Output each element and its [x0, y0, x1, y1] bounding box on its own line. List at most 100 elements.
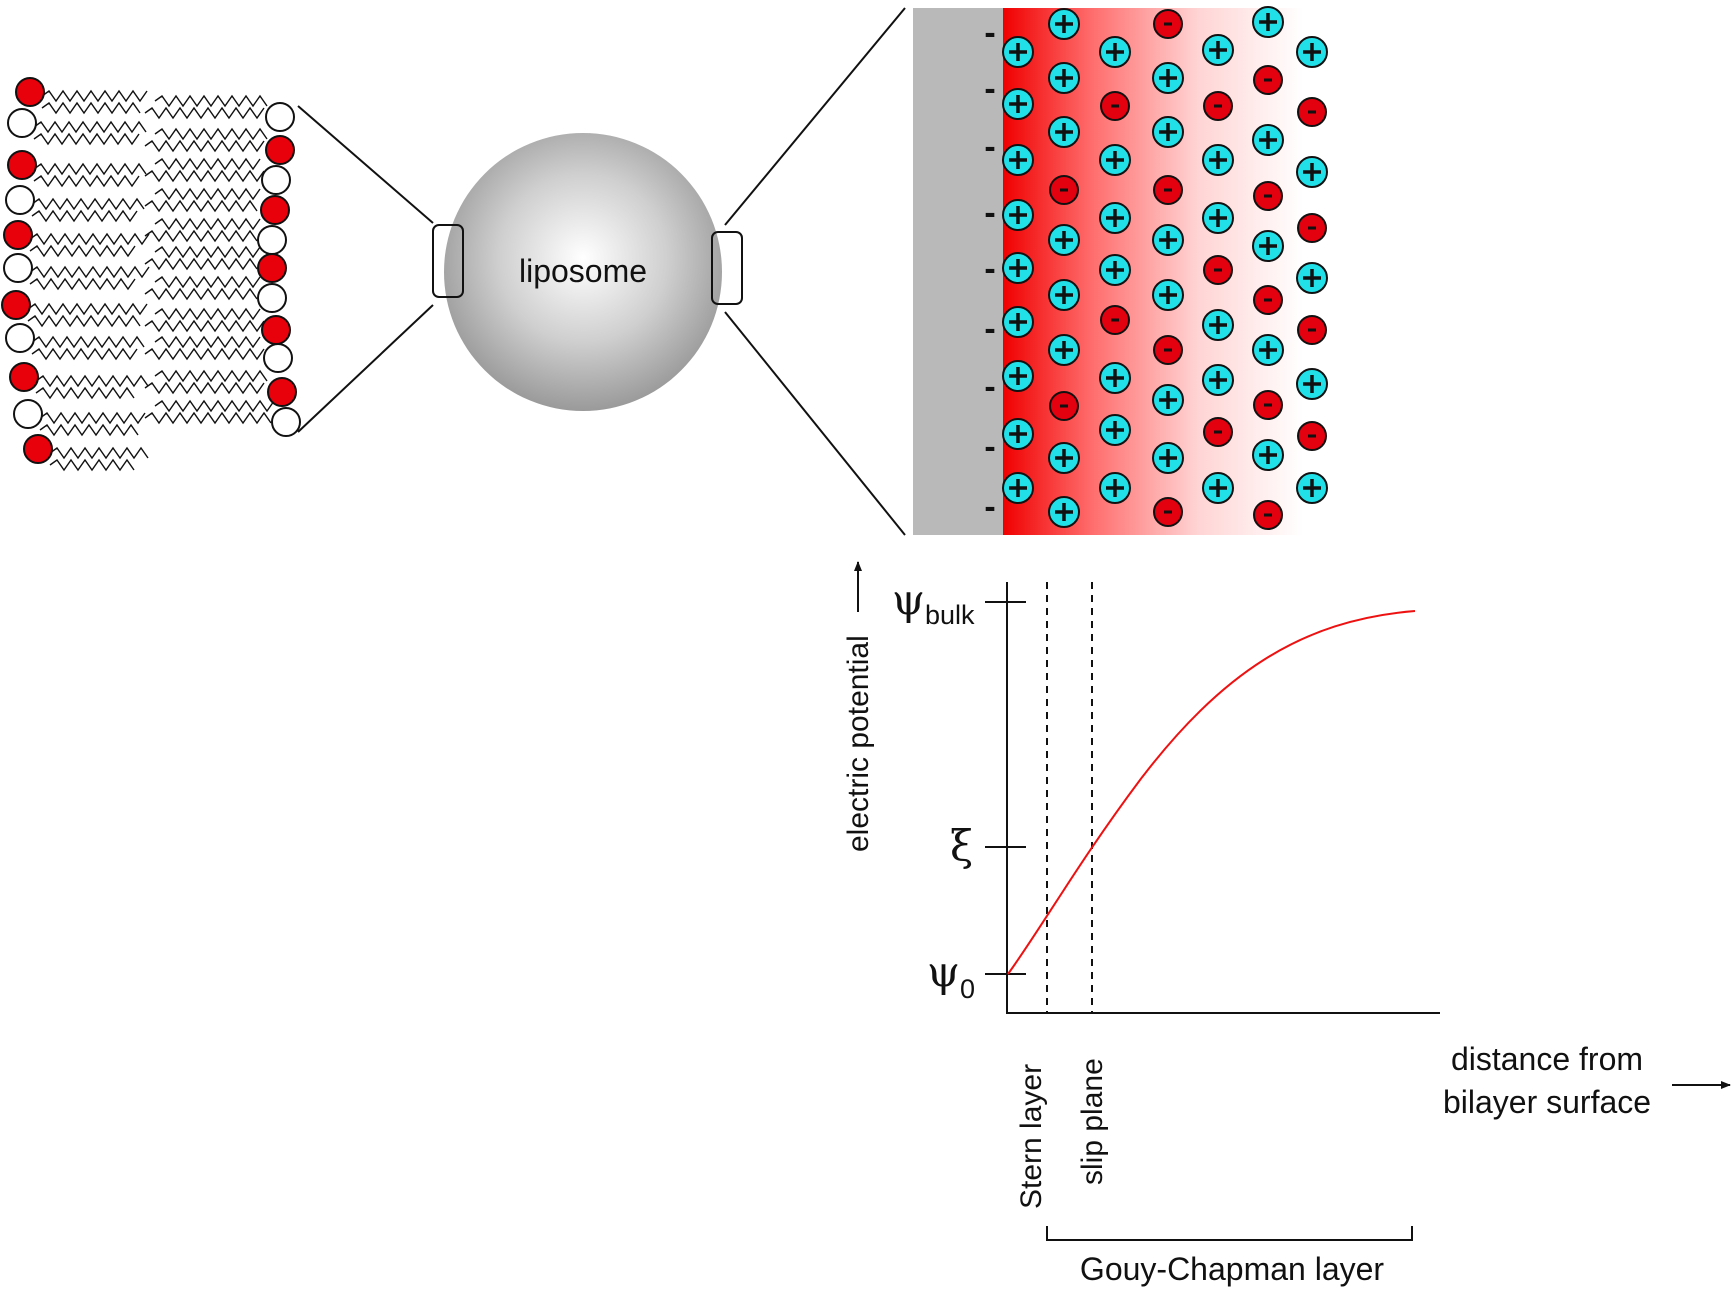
charged-headgroup [265, 135, 295, 165]
cation [1002, 36, 1034, 68]
liposome-label: liposome [519, 253, 647, 289]
surface-charge-sign: - [984, 194, 995, 232]
anion [1153, 9, 1183, 39]
anion [1100, 305, 1130, 335]
cation [1202, 202, 1234, 234]
cation [1002, 88, 1034, 120]
lipid-tail [154, 217, 261, 231]
charged-headgroup [257, 253, 287, 283]
anion [1100, 91, 1130, 121]
lipid-tail [144, 347, 265, 361]
zoom-line-bottom-right [724, 311, 906, 536]
zoom-line-bottom-left [297, 304, 434, 433]
anion [1297, 213, 1327, 243]
lipid-tail [154, 307, 261, 321]
cation [1048, 279, 1080, 311]
cation [1152, 62, 1184, 94]
cation [1099, 414, 1131, 446]
lipid-tail [144, 169, 265, 183]
lipid-tail [33, 120, 147, 134]
cation [1252, 334, 1284, 366]
cation [1002, 360, 1034, 392]
lipid-tail [154, 399, 275, 413]
cation [1296, 156, 1328, 188]
cation [1099, 144, 1131, 176]
lipid-tail [154, 127, 268, 141]
anion [1049, 175, 1079, 205]
lipid-tail [27, 302, 148, 316]
cation [1152, 279, 1184, 311]
membrane-surface [913, 8, 1003, 535]
cation [1048, 62, 1080, 94]
cation [1152, 384, 1184, 416]
cation [1048, 8, 1080, 40]
lipid-tail [144, 287, 258, 301]
y-axis-label-group: electric potential [842, 561, 875, 852]
charged-headgroup [23, 434, 53, 464]
tick-label-zeta: ξ [950, 821, 973, 870]
charged-headgroup [261, 315, 291, 345]
cation [1002, 418, 1034, 450]
surface-charge-sign: - [984, 70, 995, 108]
surface-charge-sign: - [984, 428, 995, 466]
counter-ions [1002, 6, 1328, 530]
lipid-tail [154, 275, 261, 289]
lipid-tail [31, 209, 138, 223]
cation [1099, 36, 1131, 68]
neutral-headgroup [261, 165, 291, 195]
x-axis-label-line1: distance from [1451, 1041, 1643, 1077]
cation [1152, 116, 1184, 148]
cation [1202, 364, 1234, 396]
gouy-chapman-label: Gouy-Chapman layer [1080, 1251, 1384, 1287]
surface-charge-sign: - [984, 250, 995, 288]
lipid-tail [144, 139, 265, 153]
slip-plane-label: slip plane [1076, 1058, 1109, 1185]
lipid-tail [144, 106, 265, 120]
cation [1002, 199, 1034, 231]
cation [1202, 472, 1234, 504]
surface-charge-sign: - [984, 14, 995, 52]
x-axis-label-line2: bilayer surface [1443, 1084, 1651, 1120]
lipid-tail [33, 174, 140, 188]
neutral-headgroup [265, 102, 295, 132]
lipid-tail [29, 244, 136, 258]
anion [1049, 391, 1079, 421]
lipid-tail [154, 187, 261, 201]
lipid-tail [49, 458, 135, 472]
charged-headgroup [3, 220, 33, 250]
charged-headgroup [7, 150, 37, 180]
cation [1202, 144, 1234, 176]
zoom-line-top-right [724, 7, 906, 226]
lipid-tail [29, 277, 136, 291]
anion [1297, 421, 1327, 451]
potential-graph: ψbulk ξ ψ0 electric potential distance f… [842, 561, 1731, 1287]
surface-charge-sign: - [984, 128, 995, 166]
cation [1099, 254, 1131, 286]
charged-headgroup [1, 290, 31, 320]
zoom-line-top-left [297, 105, 434, 224]
anion [1253, 285, 1283, 315]
lipid-tail [27, 314, 141, 328]
cation [1048, 116, 1080, 148]
lipid-tail [41, 101, 141, 115]
cation [1296, 262, 1328, 294]
cation [1296, 36, 1328, 68]
lipid-tail [144, 411, 272, 425]
lipid-tail [154, 245, 261, 259]
cation [1252, 6, 1284, 38]
charged-headgroup [9, 362, 39, 392]
cation [1002, 472, 1034, 504]
cation [1202, 34, 1234, 66]
lipid-tail [31, 335, 145, 349]
anion [1253, 181, 1283, 211]
cation [1002, 144, 1034, 176]
lipid-tail [29, 265, 150, 279]
zoom-box-right [711, 231, 743, 305]
neutral-headgroup [271, 407, 301, 437]
lipid-tail [144, 381, 265, 395]
lipid-tail [33, 162, 147, 176]
neutral-headgroup [3, 253, 33, 283]
anion [1153, 175, 1183, 205]
lipid-tail [144, 257, 258, 271]
